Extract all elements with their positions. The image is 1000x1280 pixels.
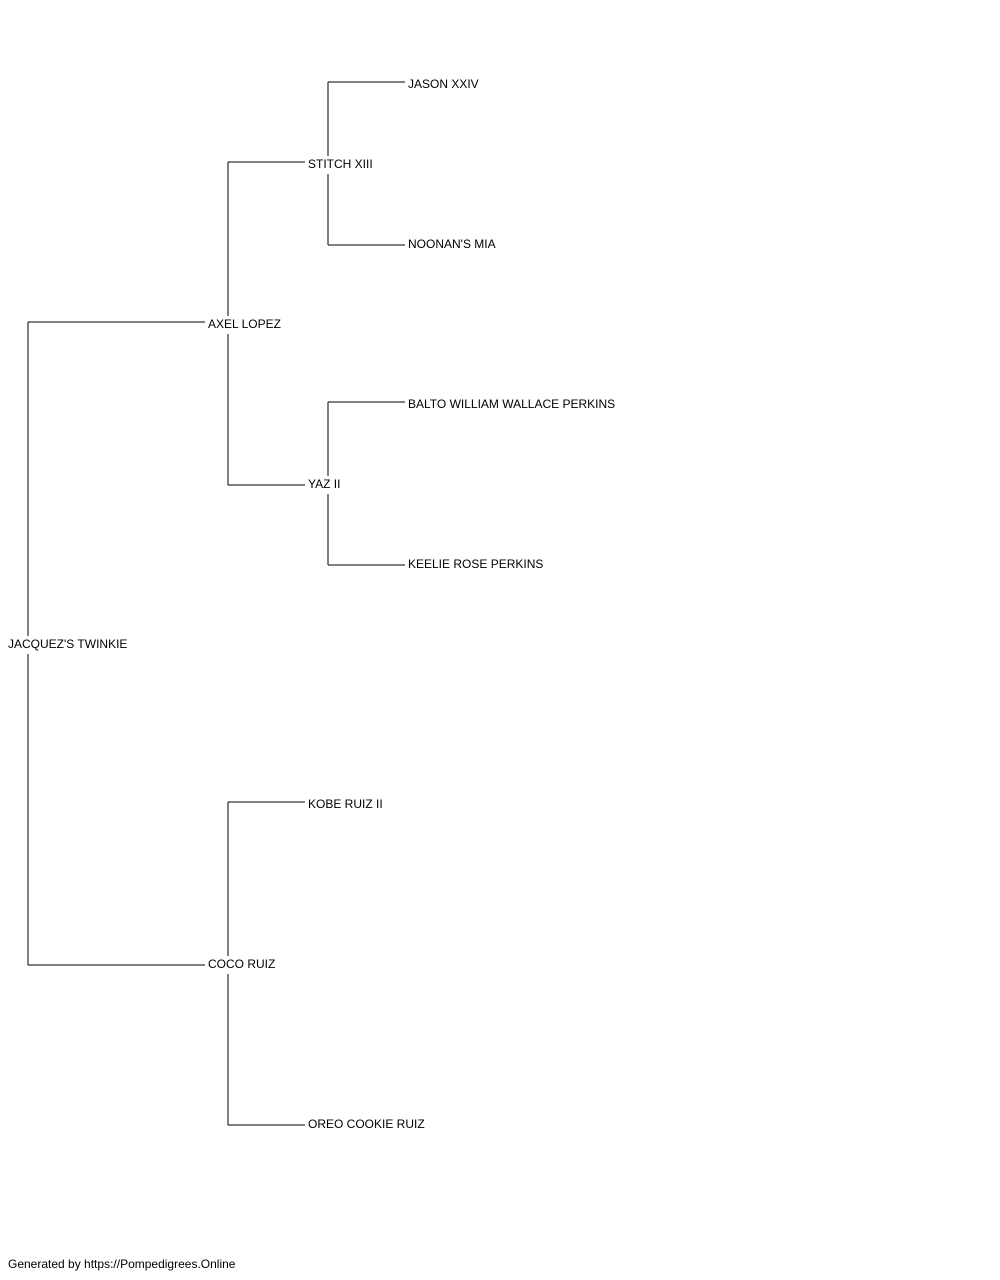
sire-dam-name: YAZ II <box>308 477 340 491</box>
sire-sire-sire-name: JASON XXIV <box>408 77 479 91</box>
sire-name: AXEL LOPEZ <box>208 317 281 331</box>
dam-name: COCO RUIZ <box>208 957 275 971</box>
footer-credit: Generated by https://Pompedigrees.Online <box>8 1257 236 1271</box>
sire-sire-name: STITCH XIII <box>308 157 373 171</box>
sire-dam-sire-name: BALTO WILLIAM WALLACE PERKINS <box>408 397 615 411</box>
subject-name: JACQUEZ'S TWINKIE <box>8 637 127 651</box>
dam-dam-name: OREO COOKIE RUIZ <box>308 1117 425 1131</box>
dam-sire-name: KOBE RUIZ II <box>308 797 383 811</box>
sire-sire-dam-name: NOONAN'S MIA <box>408 237 496 251</box>
sire-dam-dam-name: KEELIE ROSE PERKINS <box>408 557 543 571</box>
